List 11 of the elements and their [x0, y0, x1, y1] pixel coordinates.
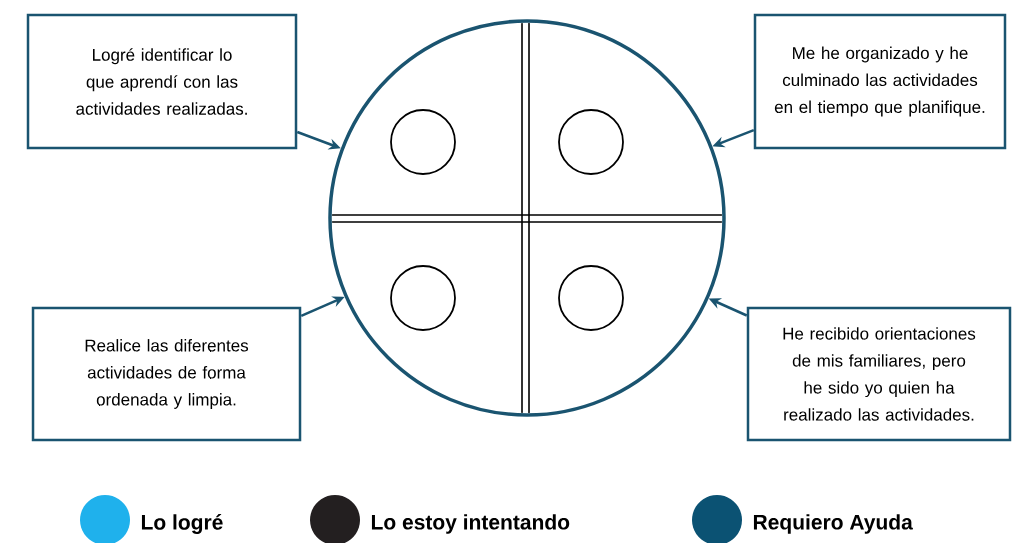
text-box: Realice las diferentes actividades de forma ordenada y limpia. — [31, 306, 302, 442]
text-box: He recibido orientaciones de mis familiares, pero he sido yo quien ha realizado las actividades. — [746, 306, 1012, 442]
legend-label: Lo logré — [141, 514, 223, 534]
legend-label: Requiero Ayuda — [753, 514, 913, 534]
empty-circle — [390, 109, 456, 175]
legend-label: Lo estoy intentando — [371, 514, 570, 534]
empty-circle — [390, 265, 456, 331]
empty-circle — [558, 109, 624, 175]
text-box: Logré identificar lo que aprendí con las actividades realizadas. — [26, 13, 298, 150]
text-box: Me he organizado y he culminado las actividades en el tiempo que planifique. — [753, 13, 1007, 150]
empty-circle — [558, 265, 624, 331]
